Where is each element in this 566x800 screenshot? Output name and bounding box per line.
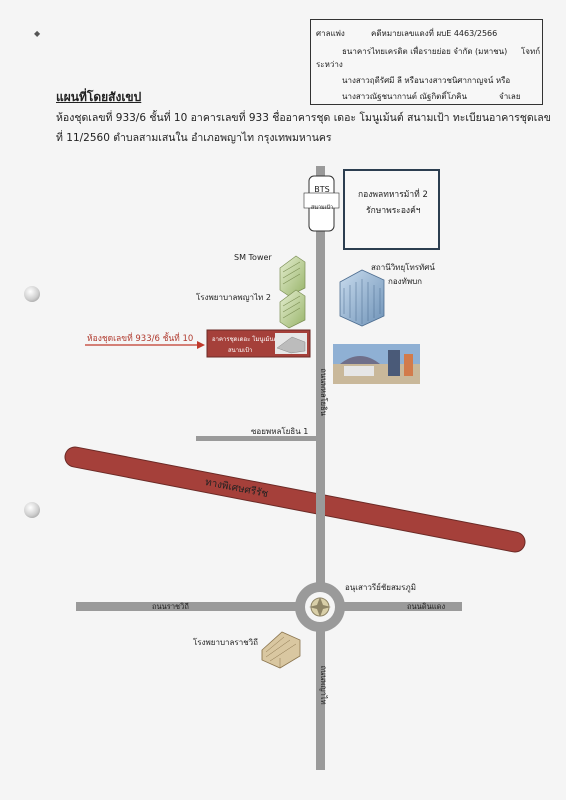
ratchawithi-road	[76, 602, 299, 611]
case-info-box: ศาลแพ่ง คดีหมายเลขแดงที่ ผบE 4463/2566 ธ…	[310, 19, 543, 105]
defendant-line-2: นางสาวณัฐชนากานต์ ณัฐกิตติ์โภคิน	[342, 92, 467, 101]
defendant-line-1: นางสาวฤดีรัศมี ลี หรือนางสาวชนิศากาญจน์ …	[342, 76, 511, 85]
unit-arrow	[85, 341, 205, 349]
bts-station-name: สนามเป้า	[311, 204, 333, 211]
dindaeng-road-label: ถนนดินแดง	[407, 602, 445, 611]
case-number: คดีหมายเลขแดงที่ ผบE 4463/2566	[371, 29, 498, 38]
soi-phahon-1-label: ซอยพหลโยธิน 1	[251, 426, 308, 436]
soi-phahon-1-road	[196, 436, 318, 441]
tv5-station-line-1: สถานีวิทยุโทรทัศน์	[371, 262, 435, 272]
ratchawithi-road-label: ถนนราชวิถี	[152, 602, 189, 611]
army-division-line-1: กองพลทหารม้าที่ 2	[358, 188, 428, 200]
plaintiff-role: โจทก์	[521, 47, 541, 56]
victory-monument-roundabout	[295, 582, 345, 632]
tv5-station-line-2: กองทัพบก	[388, 277, 422, 286]
court-name: ศาลแพ่ง	[316, 29, 345, 38]
unit-label: ห้องชุดเลขที่ 933/6 ชั้นที่ 10	[87, 332, 193, 344]
army-division-box	[343, 169, 440, 250]
area-photo	[333, 344, 420, 384]
expressway	[64, 446, 526, 553]
phayathai-road-label: ถนนพญาไท	[319, 665, 328, 704]
between-label: ระหว่าง	[316, 60, 343, 69]
bts-station	[303, 175, 340, 232]
binder-hole-bottom	[24, 502, 40, 518]
defendant-role: จำเลย	[499, 92, 521, 101]
property-description: ห้องชุดเลขที่ 933/6 ชั้นที่ 10 อาคารเลขท…	[56, 112, 551, 144]
condo-name-line-2: สนามเป้า	[228, 347, 252, 354]
phahon-yothin-road-label: ถนนพหลโยธิน	[319, 368, 328, 415]
phyathai-2-hospital-icon	[279, 289, 306, 329]
ratchawithi-hospital-building-icon	[261, 631, 301, 669]
victory-monument-label: อนุเสาวรีย์ชัยสมรภูมิ	[345, 582, 416, 593]
tv5-building-icon	[339, 269, 385, 327]
phayathai-road	[316, 630, 325, 770]
sm-tower-building-icon	[279, 255, 306, 297]
page-title: แผนที่โดยสังเขป	[56, 90, 142, 104]
binder-hole-top	[24, 286, 40, 302]
bts-label: BTS	[314, 185, 329, 194]
plaintiff-name: ธนาคารไทยเครดิต เพื่อรายย่อย จำกัด (มหาช…	[342, 47, 508, 56]
corner-mark: ◆	[34, 29, 41, 38]
condo-building-thumbnail	[275, 333, 307, 354]
phahon-yothin-road	[316, 166, 325, 586]
condo-name-line-1: อาคารชุดเดอะ โมนูเม้นต์	[212, 335, 278, 343]
dindaeng-road	[342, 602, 462, 611]
phyathai-2-hospital-label: โรงพยาบาลพญาไท 2	[196, 292, 271, 302]
ratchawithi-hospital-label: โรงพยาบาลราชวิถี	[193, 637, 258, 647]
sm-tower-label: SM Tower	[234, 253, 272, 262]
army-division-line-2: รักษาพระองค์ฯ	[366, 205, 421, 216]
